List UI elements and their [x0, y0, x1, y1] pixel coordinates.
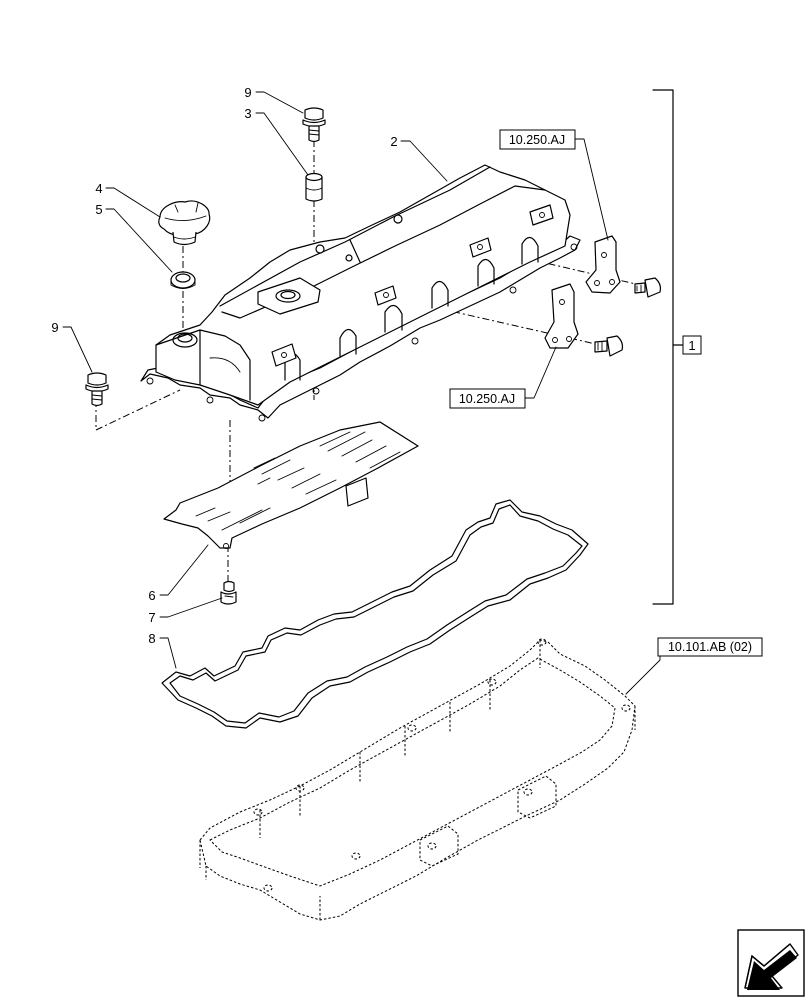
callout-9-left: 9: [51, 320, 58, 335]
bolt-upper-right: [634, 277, 662, 298]
bolt-9-upper: [302, 107, 326, 143]
bolt-7: [220, 580, 237, 605]
next-page-arrow-icon[interactable]: [737, 929, 805, 997]
rocker-cover-2: [140, 164, 581, 422]
ref-bracket-lower[interactable]: 10.250.AJ: [459, 392, 515, 406]
reference-boxes: 10.250.AJ 10.250.AJ 10.101.AB (02): [449, 129, 763, 657]
callout-8: 8: [148, 631, 155, 646]
assembly-bracket: 1: [652, 89, 702, 605]
callout-3: 3: [244, 106, 251, 121]
bolt-lower-right: [594, 335, 624, 357]
bolt-9-left: [85, 372, 109, 407]
bracket-upper: [585, 235, 621, 294]
ref-cylinder-head[interactable]: 10.101.AB (02): [668, 640, 752, 654]
seal-ring-5: [170, 271, 196, 289]
ref-bracket-upper[interactable]: 10.250.AJ: [509, 133, 565, 147]
callout-4: 4: [95, 181, 102, 196]
bracket-lower: [544, 283, 579, 349]
callout-numbers: 9 3 2 4 5 9 6 7 8: [51, 85, 397, 646]
cylinder-head-ghost: [199, 638, 636, 921]
gasket-8: [161, 499, 589, 729]
oil-filler-cap-4: [158, 200, 211, 246]
callout-2: 2: [390, 134, 397, 149]
deflector-plate-6: [163, 421, 419, 549]
callout-5: 5: [95, 202, 102, 217]
callout-6: 6: [148, 588, 155, 603]
assembly-number: 1: [688, 338, 695, 353]
callout-9-upper: 9: [244, 85, 251, 100]
callout-leaders: [62, 91, 661, 695]
callout-7: 7: [148, 610, 155, 625]
sleeve-3: [305, 172, 323, 202]
